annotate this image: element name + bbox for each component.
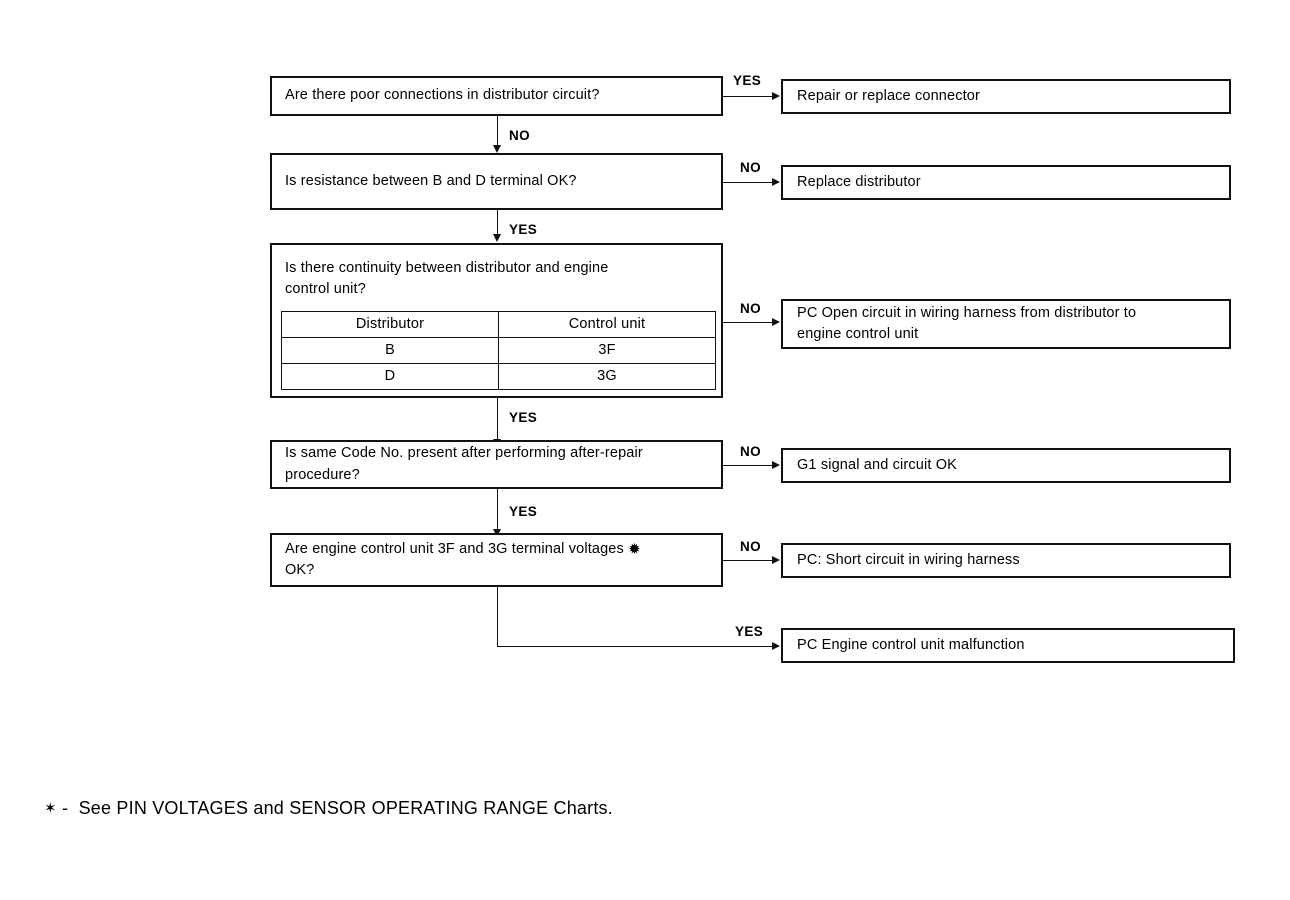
connector-q1-no [497,116,498,146]
connector-q5-yes-vertical [497,587,498,646]
star-reference-icon: ✹ [628,540,641,558]
arrowhead-q1-yes [772,91,780,100]
table-cell-control-3g: 3G [498,363,716,390]
result-box-6: PC Engine control unit malfunction [781,628,1235,663]
footnote-text: - See PIN VOLTAGES and SENSOR OPERATING … [56,798,613,818]
result-2-text: Replace distributor [797,173,921,190]
arrowhead-q5-no [772,555,780,564]
arrowhead-q2-yes [492,234,501,242]
question-5-line2: OK? [285,562,315,579]
branch-label-q4-yes: YES [509,504,538,519]
result-5-text: PC: Short circuit in wiring harness [797,551,1020,568]
question-4-text: Is same Code No. present after performin… [285,445,643,483]
branch-label-q5-no: NO [740,539,762,554]
branch-label-q1-no: NO [509,128,531,143]
connector-q2-no [723,182,773,183]
result-box-3: PC Open circuit in wiring harness from d… [781,299,1231,349]
table-header-row: Distributor Control unit [281,311,716,338]
table-header-distributor: Distributor [281,311,499,338]
connector-q2-yes [497,210,498,235]
question-5-line1: Are engine control unit 3F and 3G termin… [285,540,624,557]
question-5-text: Are engine control unit 3F and 3G termin… [272,539,721,582]
result-box-5: PC: Short circuit in wiring harness [781,543,1231,578]
arrowhead-q4-no [772,460,780,469]
arrowhead-q3-no [772,317,780,326]
table-cell-distributor-d: D [281,363,499,390]
continuity-table: Distributor Control unit B 3F D 3G [281,311,716,390]
result-box-4: G1 signal and circuit OK [781,448,1231,483]
connector-q1-yes [723,96,773,97]
connector-q3-no [723,322,773,323]
branch-label-q1-yes: YES [733,73,762,88]
result-3-text: PC Open circuit in wiring harness from d… [797,304,1137,342]
branch-label-q4-no: NO [740,444,762,459]
question-box-5: Are engine control unit 3F and 3G termin… [270,533,723,587]
footnote-star-icon: ✶ [44,800,57,817]
connector-q5-yes-horizontal [497,646,773,647]
question-1-text: Are there poor connections in distributo… [285,87,600,104]
branch-label-q5-yes: YES [735,624,764,639]
result-1-text: Repair or replace connector [797,87,980,104]
table-cell-control-3f: 3F [498,337,716,364]
branch-label-q2-no: NO [740,160,762,175]
arrowhead-q1-no [492,145,501,153]
question-3-text: Is there continuity between distributor … [285,260,609,298]
arrowhead-q2-no [772,177,780,186]
branch-label-q3-yes: YES [509,410,538,425]
connector-q4-yes [497,489,498,530]
connector-q3-yes [497,398,498,440]
result-4-text: G1 signal and circuit OK [797,456,957,473]
table-row: B 3F [281,337,716,364]
branch-label-q2-yes: YES [509,222,538,237]
connector-q5-no [723,560,773,561]
table-row: D 3G [281,363,716,390]
result-box-1: Repair or replace connector [781,79,1231,114]
table-cell-distributor-b: B [281,337,499,364]
question-box-2: Is resistance between B and D terminal O… [270,153,723,210]
result-box-2: Replace distributor [781,165,1231,200]
connector-q4-no [723,465,773,466]
footnote: ✶ - See PIN VOLTAGES and SENSOR OPERATIN… [44,798,613,819]
question-2-text: Is resistance between B and D terminal O… [285,172,577,189]
arrowhead-q5-yes [772,641,780,650]
branch-label-q3-no: NO [740,301,762,316]
question-box-1: Are there poor connections in distributo… [270,76,723,116]
question-box-4: Is same Code No. present after performin… [270,440,723,489]
result-6-text: PC Engine control unit malfunction [797,636,1025,653]
table-header-control-unit: Control unit [498,311,716,338]
